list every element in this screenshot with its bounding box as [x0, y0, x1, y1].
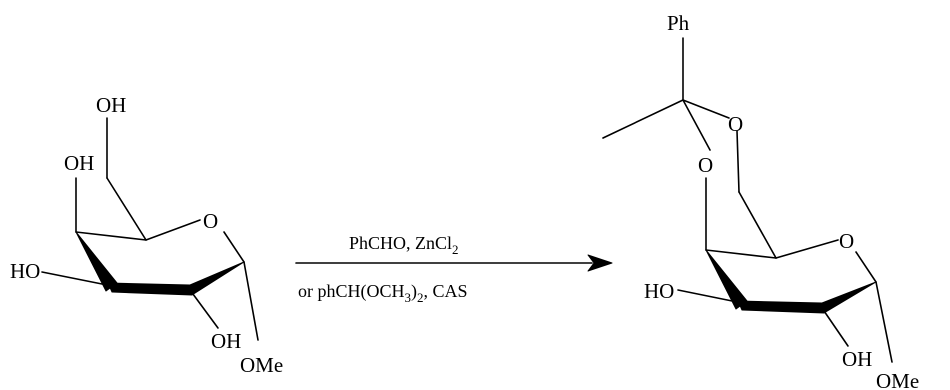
bond-c6-c5-product: [738, 191, 777, 259]
bond-c5-ringo-product: [775, 239, 839, 259]
conditions-bottom-sub2: 2: [417, 290, 424, 305]
bond-c2-o2-product: [821, 307, 849, 347]
bond-c1-ome: [243, 261, 259, 341]
conditions-bottom-post: , CAS: [424, 281, 468, 301]
product-molecule: Ph O O O HO OH OMe: [602, 11, 919, 390]
bold-bond-c3-c2: [107, 282, 193, 296]
conditions-top: PhCHO, ZnCl2: [349, 233, 459, 257]
product-ph-label: Ph: [667, 11, 690, 35]
reactant-ho3-label: HO: [10, 259, 40, 283]
reactant-oh6-label: OH: [96, 93, 126, 117]
conditions-bottom-sub: 3: [405, 290, 412, 305]
reactant-oh2-label: OH: [211, 329, 241, 353]
conditions-bottom-pre: or phCH(OCH: [298, 281, 405, 302]
reactant-molecule: OH OH O HO OH OMe: [10, 93, 283, 377]
product-acetal-o1-label: O: [728, 112, 743, 136]
bond-o1-c6: [736, 130, 740, 193]
conditions-top-subscript: 2: [452, 242, 459, 257]
bond-ringo-c1: [223, 231, 245, 263]
reaction-arrow-group: PhCHO, ZnCl2 or phCH(OCH3)2, CAS: [295, 233, 613, 305]
reaction-arrow-head: [587, 254, 613, 272]
bond-acetal-o2: [682, 99, 711, 151]
product-ho3-label: HO: [644, 279, 674, 303]
product-oh2-label: OH: [842, 347, 872, 371]
wedge-c2-c1-product: [821, 281, 877, 314]
bond-c4-c5: [75, 231, 147, 241]
product-ring-o-label: O: [839, 229, 854, 253]
conditions-bottom-mid: ): [411, 281, 417, 302]
conditions-bottom: or phCH(OCH3)2, CAS: [298, 281, 468, 305]
bond-c3-o3: [41, 271, 113, 287]
reactant-ring-o-label: O: [203, 209, 218, 233]
bond-c5-ringo: [145, 219, 201, 241]
reactant-ome-label: OMe: [240, 353, 283, 377]
bond-acetal-o1: [682, 99, 730, 119]
bond-c1-ome-product: [875, 281, 893, 363]
bond-c5-c6: [106, 177, 147, 241]
wedge-c2-c1: [189, 261, 245, 296]
reactant-oh4-label: OH: [64, 151, 94, 175]
bold-bond-c3-c2-product: [737, 300, 825, 314]
product-acetal-o2-label: O: [698, 153, 713, 177]
bond-acetal-methyl: [602, 99, 684, 139]
bond-c4-c5-product: [705, 249, 777, 259]
product-ome-label: OMe: [876, 369, 919, 390]
conditions-top-main: PhCHO, ZnCl: [349, 233, 452, 253]
bond-c2-o2: [189, 289, 219, 329]
bond-ringo-c1-product: [855, 251, 877, 283]
